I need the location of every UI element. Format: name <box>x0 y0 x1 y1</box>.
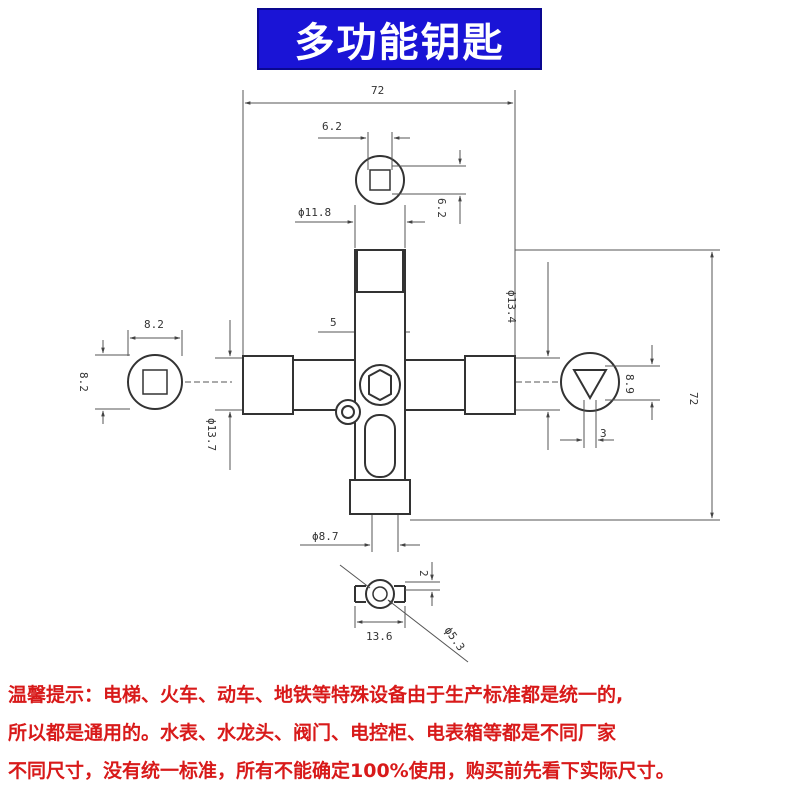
key-body <box>242 249 516 515</box>
top-square-hole <box>369 169 391 191</box>
slot-cutout <box>364 414 396 478</box>
label-overall-width: 72 <box>371 84 384 97</box>
bottom-end-hole <box>372 586 388 602</box>
top-end-circle <box>355 155 405 205</box>
title-banner: 多功能钥匙 <box>257 8 542 70</box>
label-bottom-dia: ϕ8.7 <box>312 530 339 543</box>
top-socket <box>356 249 404 293</box>
notice-line-1: 温馨提示：电梯、火车、动车、地铁等特殊设备由于生产标准都是统一的, <box>8 684 624 706</box>
label-right-triangle: 8.9 <box>623 374 636 394</box>
ring-hole <box>341 405 355 419</box>
center-hex-hole <box>368 368 392 402</box>
bottom-tab <box>349 479 411 515</box>
label-top-square: 6.2 <box>322 120 342 133</box>
label-top-square-side: 6.2 <box>435 198 448 218</box>
right-triangle-hole <box>572 369 608 401</box>
notice-line-2: 所以都是通用的。水表、水龙头、阀门、电控柜、电表箱等都是不同厂家 <box>8 722 617 744</box>
left-socket <box>242 355 294 415</box>
dim-line-bottom-hole <box>387 599 469 663</box>
notice-text: 温馨提示：电梯、火车、动车、地铁等特殊设备由于生产标准都是统一的, 所以都是通用… <box>8 676 798 790</box>
label-bottom-width: 13.6 <box>366 630 393 643</box>
label-bottom-hole: ϕ5.3 <box>442 624 468 653</box>
label-right-tip: 3 <box>600 427 607 440</box>
notice-line-3: 不同尺寸，没有统一标准，所有不能确定100%使用，购买前先看下实际尺寸。 <box>8 760 675 782</box>
title-text: 多功能钥匙 <box>294 20 505 66</box>
label-right-dia: ϕ13.4 <box>505 290 518 323</box>
label-bottom-flat: 2 <box>417 570 430 577</box>
label-center-hex: 5 <box>330 316 337 329</box>
label-left-square-side: 8.2 <box>77 372 90 392</box>
bottom-end-outer <box>365 579 395 609</box>
label-left-square: 8.2 <box>144 318 164 331</box>
label-left-dia: ϕ13.7 <box>205 418 218 451</box>
label-top-dia: ϕ11.8 <box>298 206 331 219</box>
left-square-hole <box>142 369 168 395</box>
label-overall-height: 72 <box>687 392 700 405</box>
key-technical-drawing: 72 72 6.2 6.2 ϕ11.8 8.2 8.2 5 ϕ13.4 8.9 … <box>77 84 720 663</box>
left-end-circle <box>127 354 183 410</box>
right-socket <box>464 355 516 415</box>
right-end-circle <box>560 352 620 412</box>
